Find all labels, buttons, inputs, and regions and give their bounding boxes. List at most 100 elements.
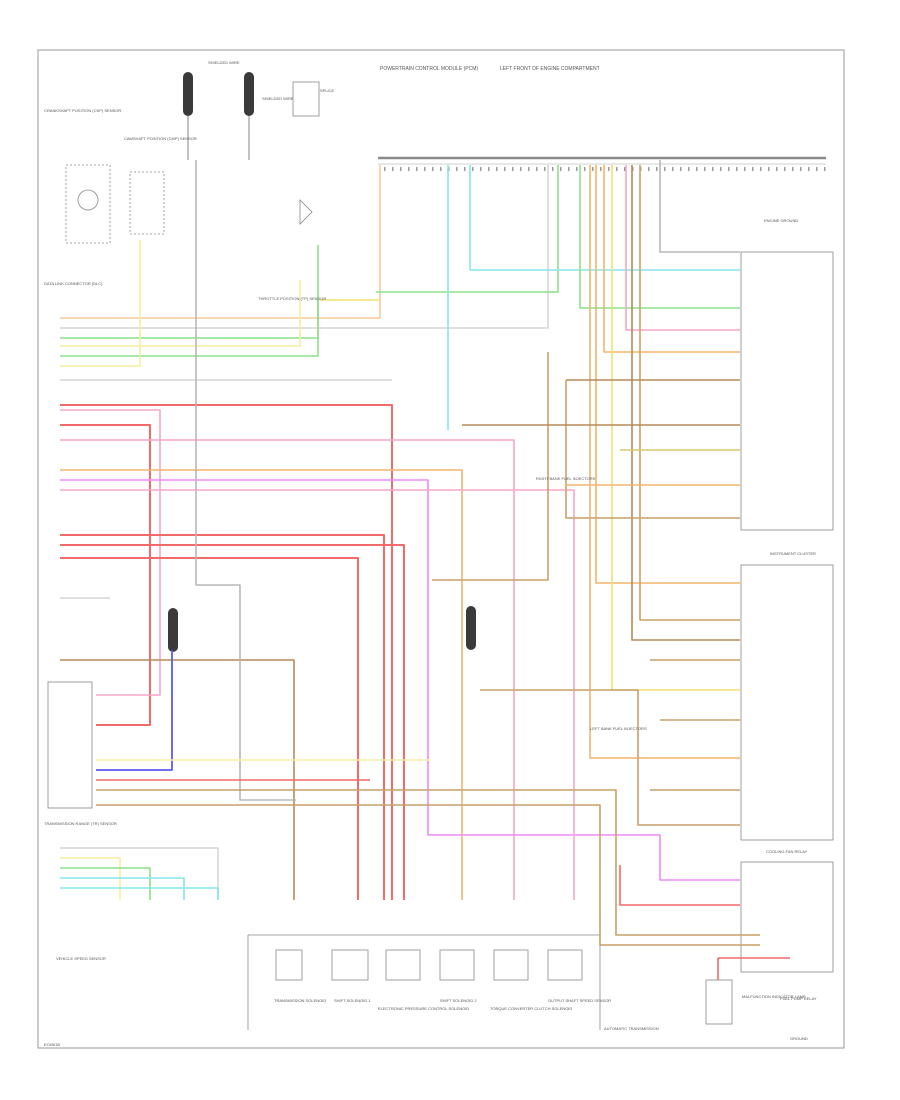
pcm-pin-tick [792,167,794,171]
pcm-pin-tick [520,167,522,171]
shift-sol-2-label: SHIFT SOLENOID 2 [440,998,477,1003]
pcm-pin-tick [680,167,682,171]
wire-dlc-4 [60,280,301,347]
wire-orange-1 [60,469,463,900]
wire-vss-5 [60,887,219,900]
pcm-pin-tick [784,167,786,171]
oss-label: OUTPUT SHAFT SPEED SENSOR [548,998,611,1003]
wire-pink-3 [60,489,575,900]
wire-dlc-3 [60,245,319,339]
pcm-pin-tick [736,167,738,171]
wire-grey-vert [195,160,296,801]
wire-vss-2 [60,857,121,900]
pcm-pin-tick [592,167,594,171]
wire-dlc-2 [60,165,549,329]
splice-label: SPLICE [320,88,335,93]
pcm-pin-tick [584,167,586,171]
crank-sensor-box [65,81,320,244]
throttle-sensor-label: THROTTLE POSITION (TP) SENSOR [258,296,326,301]
header-right-label: LEFT FRONT OF ENGINE COMPARTMENT [500,66,600,72]
wire-r-tan3 [432,352,549,581]
pcm-pin-tick [432,167,434,171]
injectors-right-label: RIGHT BANK FUEL INJECTORS [536,476,596,481]
wire-harness [60,160,790,980]
header-left-label: POWERTRAIN CONTROL MODULE (PCM) [380,66,478,72]
pcm-pin-tick [472,167,474,171]
injectors-left-label: LEFT BANK FUEL INJECTORS [590,726,647,731]
pcm-pin-tick [768,167,770,171]
pcm-pin-tick [464,167,466,171]
pcm-pin-tick [424,167,426,171]
pcm-connector-bar [378,156,826,165]
wire-dlc-1 [60,165,381,319]
pcm-pin-tick [600,167,602,171]
wire-r-tan [639,165,740,621]
wire-tr-3 [96,804,760,946]
pcm-pin-tick [480,167,482,171]
wire-vss-4 [60,877,185,900]
ground-bottom-label: GROUND [790,1036,808,1041]
wire-red-3 [60,534,385,900]
pcm-pin-tick [744,167,746,171]
shield-2-icon [244,72,254,160]
shield-3-icon [168,608,178,652]
wire-top-grn-r [579,165,740,309]
malfunction-lamp-label: MALFUNCTION INDICATOR LAMP [742,994,806,999]
wire-r-gray [659,230,740,253]
pcm-pin-tick [672,167,674,171]
pcm-pin-tick [456,167,458,171]
shift-sol-1-label: SHIFT SOLENOID 1 [334,998,371,1003]
inst-cluster-label: INSTRUMENT CLUSTER [770,551,816,556]
pcm-pin-tick [656,167,658,171]
shield-label-1: SHIELDED WIRE [208,60,240,65]
pcm-pin-tick [704,167,706,171]
pcm-pin-tick [440,167,442,171]
dlc-label: DATA LINK CONNECTOR (DLC) [44,281,103,286]
wire-red-2 [60,424,151,726]
wire-top-green [376,165,559,293]
shield-1-icon [183,72,193,160]
pcm-pin-tick [808,167,810,171]
pcm-pin-tick [568,167,570,171]
pcm-pin-tick [400,167,402,171]
pcm-pin-tick [712,167,714,171]
wire-vss-3 [60,867,151,900]
trans-range-label: TRANSMISSION RANGE (TR) SENSOR [44,821,117,826]
pcm-pin-tick [608,167,610,171]
wire-dlc-5 [60,300,319,357]
pcm-pin-tick [496,167,498,171]
wire-red-1 [60,404,393,900]
crank-sensor-label: CRANKSHAFT POSITION (CKP) SENSOR [44,108,121,113]
pcm-pin-tick [576,167,578,171]
pcm-pin-tick [648,167,650,171]
pcm-pin-tick [776,167,778,171]
pcm-pin-tick [800,167,802,171]
pcm-pin-tick [384,167,386,171]
pcm-pin-tick [664,167,666,171]
pcm-pin-tick [512,167,514,171]
wire-red-5 [60,557,359,900]
wire-vss-1 [60,847,219,900]
wire-red-4 [60,544,405,900]
pcm-pin-tick [752,167,754,171]
tcc-sol-label: TORQUE CONVERTER CLUTCH SOLENOID [490,1006,572,1011]
pcm-relay-block [705,251,834,1025]
epc-sol-label: ELECTRONIC PRESSURE CONTROL SOLENOID [378,1006,469,1011]
wire-blue [96,650,173,771]
fuel-pump-label: FUEL PUMP RELAY [780,996,817,1001]
wire-pink-2 [60,439,515,900]
pcm-pin-tick [720,167,722,171]
ground-ref-label: ENGINE GROUND [764,218,798,223]
pcm-pin-tick [616,167,618,171]
shield-label-2: SHIELDED WIRE [262,96,294,101]
wire-pink-1 [60,409,161,696]
pcm-pin-tick [560,167,562,171]
wire-r-red [619,865,740,906]
pcm-pin-tick [488,167,490,171]
wire-r-tan5 [480,689,740,826]
pcm-pin-tick [408,167,410,171]
wire-mag-1 [60,479,740,881]
trans-sol-label: TRANSMISSION SOLENOID [274,998,326,1003]
